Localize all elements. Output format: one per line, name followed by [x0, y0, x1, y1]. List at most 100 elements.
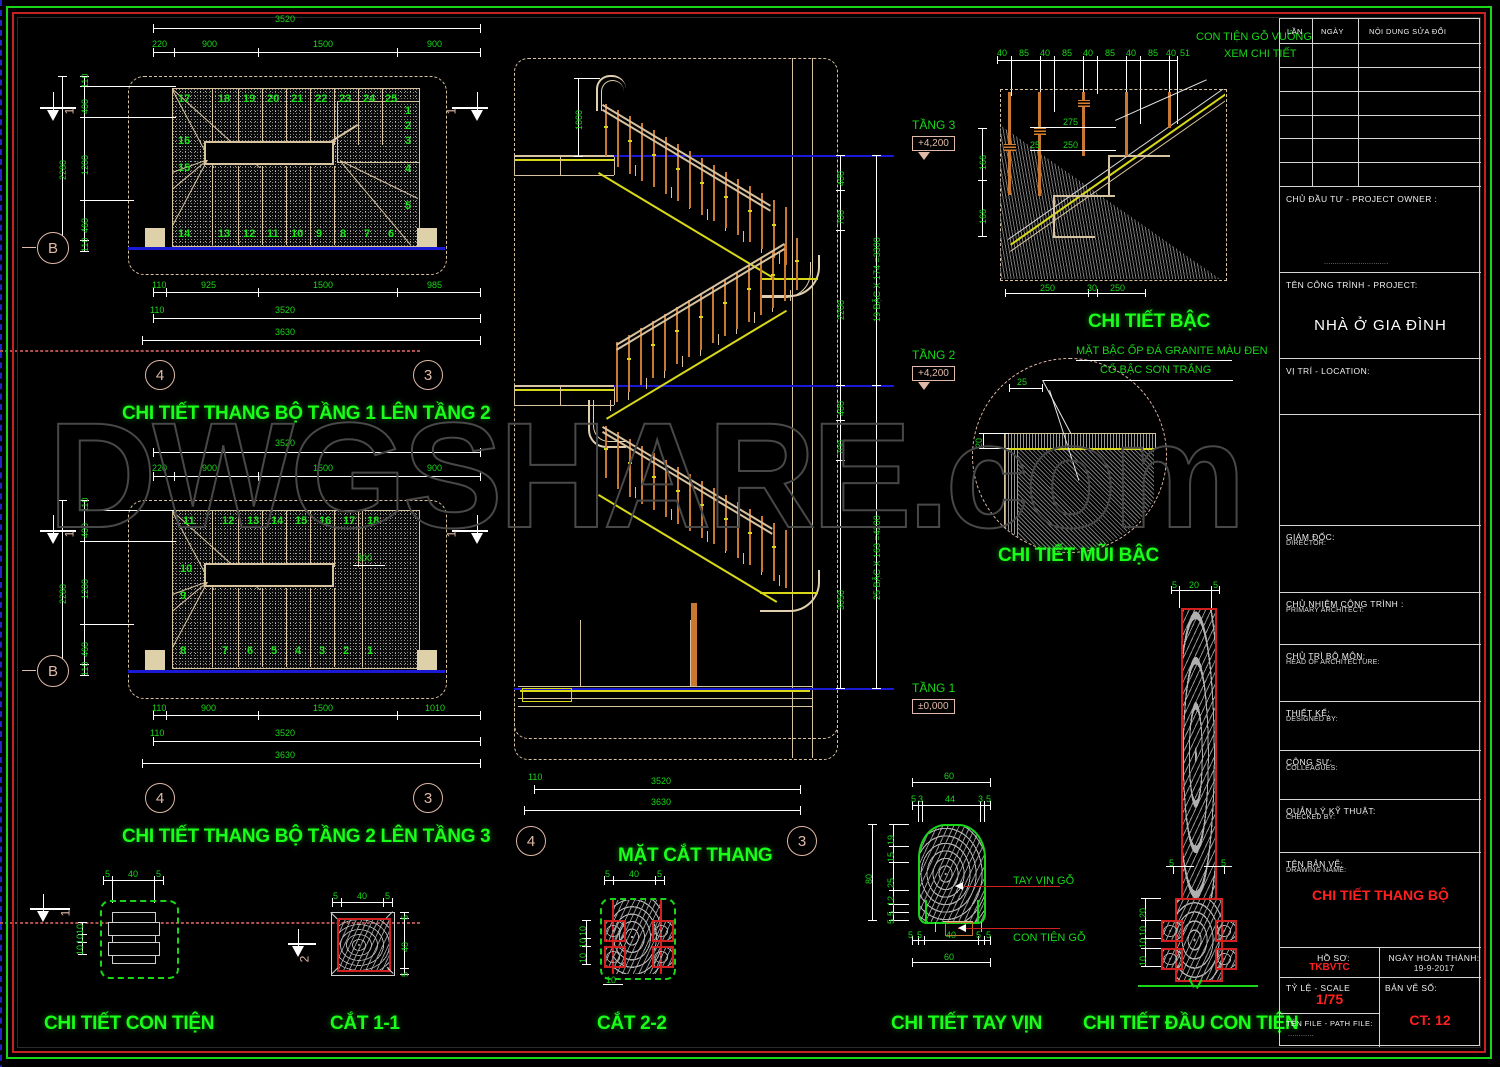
cut11-dimv-5b: 5 — [400, 971, 410, 977]
plan-floor2-to-floor3: 3520 220 900 1500 900 — [0, 438, 1500, 1067]
plan1-step-num: 4 — [405, 163, 412, 175]
plan2-step-num: 5 — [271, 645, 278, 657]
stepdet-dim-250: 250 — [1063, 140, 1079, 150]
cut11-dim-5a: 5 — [333, 891, 339, 901]
handrail-dim-bot-5d: 5 — [986, 930, 992, 940]
plan2-dim-bot-small: 110 — [150, 728, 165, 738]
stepdet-dim: 85 — [1105, 48, 1116, 58]
cut11-cut-mark: 2 — [297, 955, 312, 963]
balplan-dim-5a: 5 — [105, 869, 111, 879]
plan1-step-num: 21 — [291, 93, 304, 105]
level-elev-floor2: +4,200 — [912, 366, 955, 381]
plan1-step-num: 14 — [178, 228, 191, 240]
section-dim-3520: 3520 — [651, 776, 672, 786]
cut22-dim-5a: 5 — [605, 869, 611, 879]
plan2-dim-inner-300: 300 — [357, 553, 373, 563]
plan1-dimv-1200: 1200 — [80, 154, 90, 175]
balhead-dimv-20: 20 — [1138, 907, 1148, 918]
handrail-note-1: TAY VỊN GỖ — [1013, 875, 1075, 887]
plan1-step-num: 13 — [218, 228, 231, 240]
tb-director-label-en: DIRECTOR: — [1286, 540, 1327, 547]
plan2-dim-left-overall: 2280 — [58, 583, 68, 604]
tb-date-label: NGÀY HOÀN THÀNH: — [1388, 953, 1480, 963]
handrail-dimv-12: 12 — [886, 895, 896, 906]
plan2-step-num: 1 — [367, 645, 374, 657]
level-label-floor2: TẦNG 2 — [912, 348, 956, 362]
plan2-dim-bot-110: 110 — [152, 703, 167, 713]
tb-head-arch-en: HEAD OF ARCHITECTURE: — [1286, 659, 1380, 666]
stepdet-dimv-166a: 166 — [978, 154, 988, 170]
plan1-dim-900b: 900 — [427, 39, 443, 49]
stepdet-dim-bot-30: 30 — [1087, 283, 1098, 293]
cut22-dim-bottom-10: 10 — [606, 975, 617, 985]
cut22-dimv-10b: 10 — [578, 937, 588, 948]
plan1-dim-1500: 1500 — [313, 39, 334, 49]
handrail-dim-3a: 3 — [918, 794, 924, 804]
tb-head-arch-vi: CHỦ TRÌ BỘ MÔN: — [1286, 651, 1366, 661]
handrail-dimv-5b: 5 — [886, 918, 896, 924]
nosing-note-line1: MẶT BẬC ỐP ĐÁ GRANITE MÀU ĐEN — [1076, 345, 1268, 357]
tb-rev-col2: NGÀY — [1321, 27, 1344, 36]
plan1-step-num: 20 — [267, 93, 280, 105]
section-grid-bubble-4: 4 — [516, 826, 546, 856]
balhead-dim-5b: 5 — [1213, 580, 1219, 590]
section-dimv-3050: 3050 — [836, 589, 846, 610]
handrail-dim-bot-5c: 5 — [976, 930, 982, 940]
plan2-step-num: 6 — [247, 645, 254, 657]
balhead-dim-mid-5b: 5 — [1221, 858, 1227, 868]
plan2-dim-top-overall: 3520 — [275, 438, 296, 448]
title-block: LẦN NGÀY NỘI DUNG SỬA ĐỔI CHỦ ĐẦU TƯ - P… — [1279, 18, 1481, 1047]
plan1-dim-220: 220 — [152, 39, 168, 49]
plan1-step-num: 6 — [388, 228, 395, 240]
plan2-grid-bubble-4: 4 — [145, 783, 175, 813]
tb-owner-label: CHỦ ĐẦU TƯ - PROJECT OWNER : — [1286, 194, 1438, 204]
cut-2-2-title: CẮT 2-2 — [597, 1013, 667, 1034]
section-dimv-2200: 2200 — [836, 299, 846, 320]
plan1-step-num: 24 — [363, 93, 376, 105]
tb-designer-vi: THIẾT KẾ: — [1286, 708, 1331, 718]
cut22-dim-40: 40 — [629, 869, 640, 879]
nosing-dim-25: 25 — [1017, 377, 1028, 387]
stepdet-dim: 85 — [1062, 48, 1073, 58]
tb-drawing-name-en: DRAWING NAME: — [1286, 867, 1347, 874]
tb-scale-value: 1/75 — [1315, 991, 1344, 1007]
section-riser-note-upper: 19 BẬC X 174 =3300 — [872, 237, 882, 322]
plan1-step-num: 17 — [178, 93, 191, 105]
plan1-step-num: 7 — [364, 228, 371, 240]
balplan-dim-5b: 5 — [156, 869, 162, 879]
plan1-step-num: 15 — [178, 162, 191, 174]
balplan-dimv-10b: 10 — [75, 933, 85, 944]
level-label-floor3: TẦNG 3 — [912, 118, 956, 132]
stepdet-dim: 40 — [1166, 48, 1177, 58]
plan1-title: CHI TIẾT THANG BỘ TẦNG 1 LÊN TẦNG 2 — [122, 403, 491, 424]
tb-sheetno-value: CT: 12 — [1409, 1012, 1451, 1028]
handrail-dim-80: 80 — [864, 873, 874, 884]
plan2-step-num: 12 — [222, 515, 235, 527]
plan2-dim-900a: 900 — [202, 463, 218, 473]
nosing-detail-title: CHI TIẾT MŨI BẬC — [998, 545, 1159, 566]
plan1-step-num: 16 — [178, 135, 191, 147]
plan2-step-num: 17 — [343, 515, 356, 527]
cut22-dimv-10c: 10 — [578, 952, 588, 963]
plan2-step-num: 15 — [295, 515, 308, 527]
tb-rev-col3: NỘI DUNG SỬA ĐỔI — [1369, 27, 1447, 36]
level-label-floor1: TẦNG 1 — [912, 681, 956, 695]
plan2-step-num: 3 — [319, 645, 326, 657]
stepdet-dim-bot-250a: 250 — [1040, 283, 1056, 293]
plan2-dim-3520: 3520 — [275, 728, 296, 738]
stepdet-dim-275: 275 — [1063, 117, 1079, 127]
plan2-dimv-400: 400 — [80, 522, 90, 538]
plan2-dim-220: 220 — [152, 463, 168, 473]
plan2-dimv-1200: 1200 — [80, 578, 90, 599]
handrail-dimv-25: 25 — [886, 877, 896, 888]
balhead-dimv-10b: 10 — [1138, 937, 1148, 948]
section-dim-3630: 3630 — [651, 797, 672, 807]
plan1-step-num: 25 — [385, 93, 398, 105]
stepdet-note-line1: CON TIỆN GỖ VUÔNG — [1196, 31, 1312, 43]
plan2-title: CHI TIẾT THANG BỘ TẦNG 2 LÊN TẦNG 3 — [122, 826, 491, 847]
cut11-dim-40: 40 — [357, 891, 368, 901]
tb-director-label-vi: GIÁM ĐỐC: — [1286, 532, 1335, 542]
balhead-dim-20: 20 — [1189, 580, 1200, 590]
balplan-dimv-10c: 10 — [75, 944, 85, 955]
handrail-dim-bot-60: 60 — [944, 952, 955, 962]
